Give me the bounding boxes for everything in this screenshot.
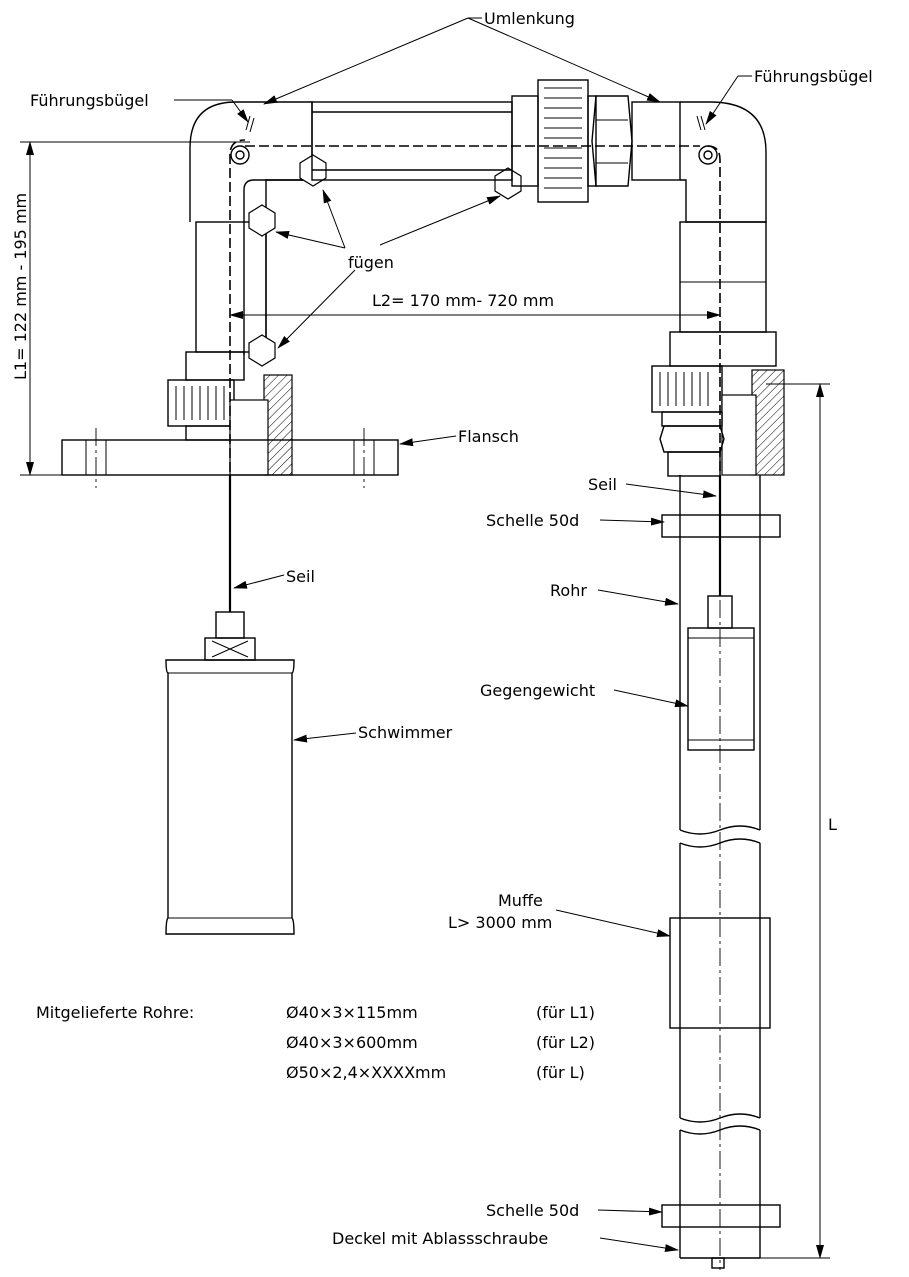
label-seil-left: Seil [286, 567, 315, 586]
label-schwimmer: Schwimmer [358, 723, 453, 742]
right-elbow [680, 101, 767, 223]
label-seil-right: Seil [588, 475, 617, 494]
left-elbow [189, 101, 313, 222]
labels: Umlenkung Führungsbügel Führungsbügel fü… [11, 9, 873, 1248]
supplied-pipes-heading: Mitgelieferte Rohre: [36, 1003, 194, 1022]
pipe-use: (für L1) [536, 1003, 595, 1022]
join-marker-1 [248, 204, 276, 237]
dimensions [20, 141, 830, 1259]
pipe-spec: Ø40×3×115mm [286, 1003, 418, 1022]
left-vertical-pipe [195, 221, 267, 353]
label-gegengewicht: Gegengewicht [480, 681, 595, 700]
socket-muffe [669, 917, 771, 1029]
top-horizontal-assembly [245, 79, 767, 223]
union-hex-nut [591, 95, 633, 187]
left-inner-pipe [243, 179, 312, 355]
right-coupling-nut [651, 365, 723, 413]
left-assembly [61, 101, 522, 935]
right-socket-section [751, 369, 785, 476]
left-nut-base [185, 425, 235, 441]
right-assembly [651, 145, 785, 1270]
right-guide-stirrup [698, 145, 718, 165]
left-cable-path [229, 139, 246, 612]
label-fuegen: fügen [348, 253, 394, 272]
label-deckel: Deckel mit Ablassschraube [332, 1229, 548, 1248]
pipe-spec: Ø50×2,4×XXXXmm [286, 1063, 446, 1082]
top-horizontal-pipe [311, 101, 513, 181]
counterweight [687, 627, 755, 751]
right-tube-middle [679, 843, 761, 1118]
label-umlenkung: Umlenkung [484, 9, 575, 28]
label-muffe: Muffe [498, 891, 543, 910]
right-tube-lower [679, 1130, 761, 1258]
float-stem [215, 611, 245, 639]
join-marker-3 [494, 167, 522, 200]
left-guide-stirrup [230, 145, 250, 165]
pipe-spec: Ø40×3×600mm [286, 1033, 418, 1052]
left-coupling-collar [185, 351, 245, 381]
label-rohr: Rohr [550, 581, 587, 600]
left-nut-ribs [175, 386, 225, 420]
left-socket-bore [229, 399, 269, 476]
clamp-bottom [661, 1204, 781, 1228]
label-l: L [828, 815, 837, 834]
label-muffe-length: L> 3000 mm [448, 913, 552, 932]
float-body [165, 659, 295, 935]
label-l1: L1= 122 mm - 195 mm [11, 193, 30, 380]
join-marker-4 [248, 334, 276, 367]
right-cable-path [707, 145, 721, 590]
label-fuehrungsbuegel-right: Führungsbügel [754, 67, 873, 86]
leader-lines [174, 17, 752, 1252]
supplied-pipes-list: Mitgelieferte Rohre: Ø40×3×115mm (für L1… [36, 1003, 595, 1082]
label-schelle-top: Schelle 50d [486, 511, 579, 530]
right-hex-nut [659, 425, 725, 453]
label-flansch: Flansch [458, 427, 519, 446]
label-l2: L2= 170 mm- 720 mm [372, 291, 554, 310]
pipe-use: (für L2) [536, 1033, 595, 1052]
pipe-use: (für L) [536, 1063, 585, 1082]
label-schelle-bottom: Schelle 50d [486, 1201, 579, 1220]
label-fuehrungsbuegel-left: Führungsbügel [30, 91, 149, 110]
